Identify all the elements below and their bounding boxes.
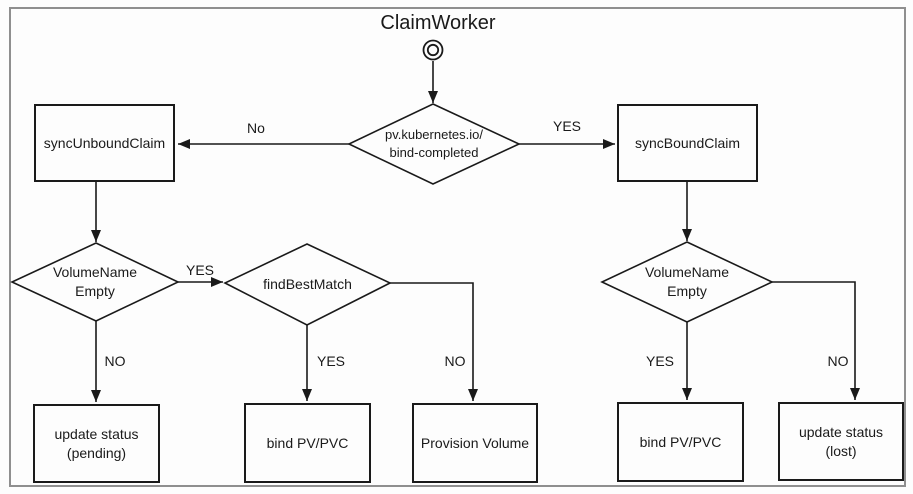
process-update-status-lost-line1: update status bbox=[798, 423, 884, 440]
process-update-status-pending-line1: update status bbox=[54, 425, 139, 442]
process-update-status-lost: update status (lost) bbox=[778, 402, 904, 481]
start-node-outer-circle bbox=[422, 39, 444, 61]
edge-label-bind-completed-no: No bbox=[247, 120, 265, 136]
decision-volume-left-line1: VolumeName bbox=[52, 264, 138, 280]
decision-volume-name-empty-right-shape bbox=[600, 241, 774, 323]
edge-label-find-best-no: NO bbox=[444, 353, 466, 369]
decision-volume-name-empty-left-shape bbox=[10, 242, 180, 322]
process-sync-bound-claim-label: syncBoundClaim bbox=[634, 134, 741, 151]
decision-volume-left-line2: Empty bbox=[75, 283, 115, 299]
decision-bind-completed-shape bbox=[347, 103, 521, 185]
decision-bind-completed-line1: pv.kubernetes.io/ bbox=[384, 127, 484, 142]
process-update-status-lost-line2: (lost) bbox=[825, 442, 857, 459]
edge-label-find-best-yes: YES bbox=[316, 353, 346, 369]
edge-find-best-no bbox=[390, 282, 478, 401]
decision-volume-right-line1: VolumeName bbox=[644, 264, 730, 280]
process-bind-pv-pvc-right-label: bind PV/PVC bbox=[639, 433, 722, 450]
process-sync-unbound-claim: syncUnboundClaim bbox=[34, 104, 175, 182]
edge-label-volume-left-yes: YES bbox=[185, 262, 215, 278]
start-node-inner-circle bbox=[426, 43, 440, 57]
decision-volume-name-empty-right-label: VolumeName Empty bbox=[602, 242, 772, 322]
edge-label-bind-completed-yes: YES bbox=[552, 118, 582, 134]
process-bind-pv-pvc-left-label: bind PV/PVC bbox=[266, 434, 349, 451]
edge-volume-right-no bbox=[772, 281, 860, 400]
diagram-title: ClaimWorker bbox=[380, 12, 496, 34]
process-provision-volume: Provision Volume bbox=[412, 403, 538, 483]
decision-find-best-match-line1: findBestMatch bbox=[263, 276, 352, 292]
edge-label-volume-left-no: NO bbox=[104, 353, 126, 369]
edge-label-volume-right-yes: YES bbox=[645, 353, 675, 369]
process-update-status-pending-line2: (pending) bbox=[66, 444, 127, 461]
decision-find-best-match-label: findBestMatch bbox=[225, 244, 390, 325]
process-sync-bound-claim: syncBoundClaim bbox=[617, 104, 758, 182]
decision-volume-right-line2: Empty bbox=[667, 283, 707, 299]
decision-bind-completed-label: pv.kubernetes.io/ bind-completed bbox=[349, 104, 519, 184]
process-bind-pv-pvc-right: bind PV/PVC bbox=[617, 402, 744, 482]
decision-find-best-match-shape bbox=[223, 243, 392, 326]
process-sync-unbound-claim-label: syncUnboundClaim bbox=[43, 134, 166, 151]
decision-volume-name-empty-left-label: VolumeName Empty bbox=[12, 243, 178, 321]
process-provision-volume-label: Provision Volume bbox=[420, 434, 530, 451]
decision-bind-completed-line2: bind-completed bbox=[389, 145, 479, 160]
process-update-status-pending: update status (pending) bbox=[33, 404, 160, 483]
diagram-border bbox=[9, 7, 906, 487]
edge-label-volume-right-no: NO bbox=[827, 353, 849, 369]
process-bind-pv-pvc-left: bind PV/PVC bbox=[244, 403, 371, 483]
